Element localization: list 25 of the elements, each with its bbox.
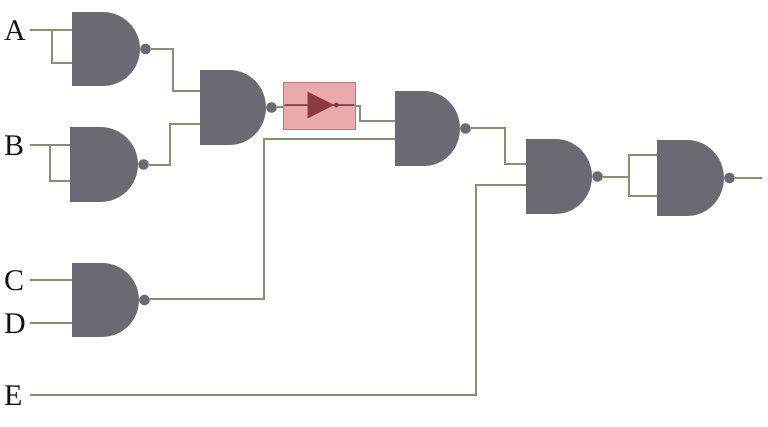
wire [149,123,200,166]
wire [356,105,395,122]
nand-gate [395,91,471,166]
input-label: A [4,14,30,48]
wire [151,48,200,92]
nand-gate [72,263,150,337]
input-label: D [4,307,30,341]
wire [277,106,283,108]
wire [602,154,658,197]
wire [29,29,73,64]
wire [150,138,395,300]
wire [471,127,526,165]
nand-gate [72,12,151,86]
nand-gate [200,70,277,145]
nand-gate [526,139,603,214]
wire [30,322,72,324]
input-label: C [4,264,30,298]
input-label: E [4,379,30,413]
wire [30,279,72,281]
input-label: B [4,129,30,163]
wire [29,144,71,182]
nand-gate [70,127,149,202]
wire [30,184,526,396]
wire [735,177,762,179]
nand-gate [657,140,735,216]
